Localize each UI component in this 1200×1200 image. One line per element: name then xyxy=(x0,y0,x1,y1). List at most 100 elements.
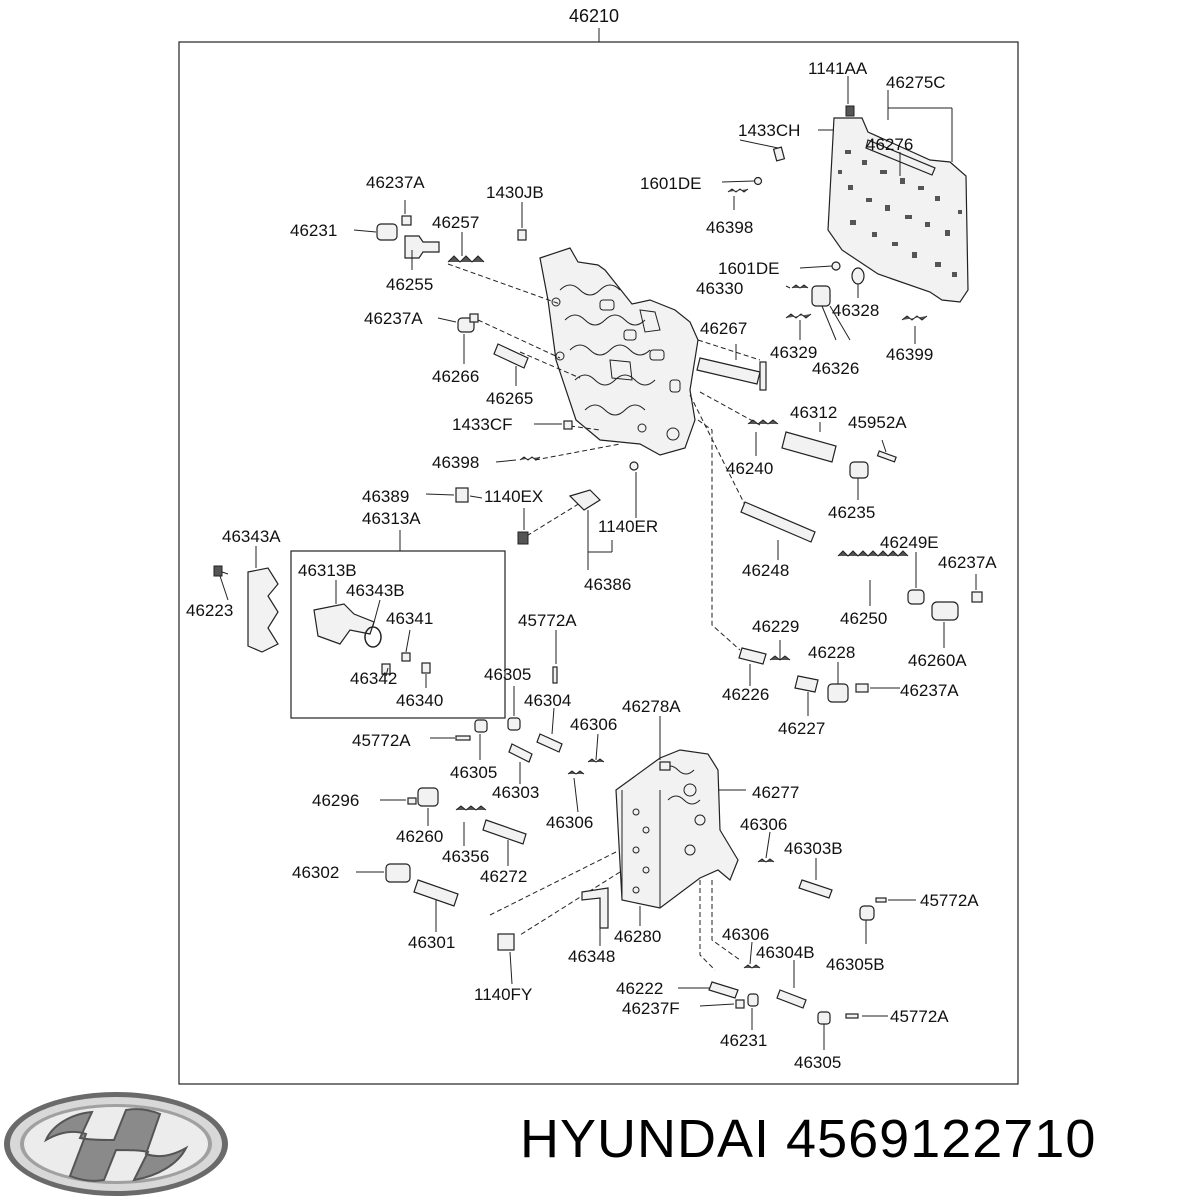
label-1601DE-a: 1601DE xyxy=(640,174,701,193)
label-46389: 46389 xyxy=(362,487,409,506)
label-46255: 46255 xyxy=(386,275,433,294)
label-46260: 46260 xyxy=(396,827,443,846)
label-46231-a: 46231 xyxy=(290,221,337,240)
label-46326: 46326 xyxy=(812,359,859,378)
label-1601DE-b: 1601DE xyxy=(718,259,779,278)
valve-46226 xyxy=(738,647,767,665)
spring-46306-a xyxy=(587,758,605,763)
spring-46240 xyxy=(747,419,779,425)
label-46304: 46304 xyxy=(524,691,571,710)
label-46280: 46280 xyxy=(614,927,661,946)
plug-46231-b xyxy=(747,993,759,1007)
label-46237F: 46237F xyxy=(622,999,680,1018)
check-46328 xyxy=(851,267,865,285)
label-45772A-a: 45772A xyxy=(518,611,577,630)
spring-46250 xyxy=(837,550,909,557)
ball-46398-b xyxy=(629,461,639,471)
pin-45772A-a xyxy=(552,666,558,684)
pin-1430JB xyxy=(517,229,527,241)
bolt-1140EX xyxy=(517,531,529,545)
label-1140FY: 1140FY xyxy=(474,985,532,1004)
label-46275C: 46275C xyxy=(886,73,946,92)
label-46257: 46257 xyxy=(432,213,479,232)
pin-46237A-b xyxy=(469,313,479,323)
valve-46227 xyxy=(794,675,819,693)
label-46306-a: 46306 xyxy=(570,715,617,734)
plug-46260 xyxy=(417,787,439,807)
label-46398-b: 46398 xyxy=(432,453,479,472)
valve-46304B xyxy=(776,989,807,1009)
spring-46399 xyxy=(901,315,928,321)
label-46312: 46312 xyxy=(790,403,837,422)
spring-46306-c xyxy=(757,858,775,863)
bolt-46223 xyxy=(213,565,223,577)
label-46348: 46348 xyxy=(568,947,615,966)
label-46248: 46248 xyxy=(742,561,789,580)
valve-46304 xyxy=(536,733,563,753)
bolt-46389 xyxy=(455,487,469,503)
spring-46306-b xyxy=(567,770,585,775)
spring-46257 xyxy=(447,255,485,263)
spring-46356 xyxy=(455,805,487,811)
label-46329: 46329 xyxy=(770,343,817,362)
label-46305-a: 46305 xyxy=(484,665,531,684)
label-46228: 46228 xyxy=(808,643,855,662)
label-1430JB: 1430JB xyxy=(486,183,544,202)
label-46278A: 46278A xyxy=(622,697,681,716)
pin-1433CF xyxy=(563,420,573,430)
valve-46272 xyxy=(482,819,527,845)
pin-46341 xyxy=(401,652,411,662)
label-46250: 46250 xyxy=(840,609,887,628)
label-46399: 46399 xyxy=(886,345,933,364)
label-46328: 46328 xyxy=(832,301,879,320)
plug-46326 xyxy=(811,285,831,307)
valve-46222 xyxy=(708,981,739,999)
plug-46302 xyxy=(385,863,411,883)
assembly-number-label: 46210 xyxy=(569,6,619,26)
footer-caption: HYUNDAI 4569122710 xyxy=(520,1108,1190,1178)
label-46342: 46342 xyxy=(350,669,397,688)
label-46237A-d: 46237A xyxy=(900,681,959,700)
label-46240: 46240 xyxy=(726,459,773,478)
label-46301: 46301 xyxy=(408,933,455,952)
label-46303: 46303 xyxy=(492,783,539,802)
label-45772A-b: 45772A xyxy=(352,731,411,750)
pin-45772A-c xyxy=(875,897,887,903)
valve-46301 xyxy=(413,879,459,907)
label-46398-a: 46398 xyxy=(706,218,753,237)
label-46313B: 46313B xyxy=(298,561,357,580)
label-46340: 46340 xyxy=(396,691,443,710)
valve-46312 xyxy=(781,431,837,463)
spring-46398-a xyxy=(727,188,749,193)
label-1433CH: 1433CH xyxy=(738,121,800,140)
ball-1601DE-a xyxy=(753,176,763,186)
valve-46303B xyxy=(798,879,833,899)
label-46356: 46356 xyxy=(442,847,489,866)
spring-46329 xyxy=(785,313,812,319)
valve-46303 xyxy=(508,743,533,763)
label-46304B: 46304B xyxy=(756,943,815,962)
upper-valve-body xyxy=(539,247,699,456)
label-46296: 46296 xyxy=(312,791,359,810)
label-46276: 46276 xyxy=(866,135,913,154)
label-46341: 46341 xyxy=(386,609,433,628)
label-46313A: 46313A xyxy=(362,509,421,528)
plate-46278A xyxy=(659,761,671,771)
label-46249E: 46249E xyxy=(880,533,939,552)
label-46303B: 46303B xyxy=(784,839,843,858)
label-1141AA: 1141AA xyxy=(808,59,868,78)
label-46237A-a: 46237A xyxy=(366,173,425,192)
label-46229: 46229 xyxy=(752,617,799,636)
ball-1601DE-b xyxy=(831,261,841,271)
plug-46305-c xyxy=(817,1011,831,1025)
plug-46260A xyxy=(931,601,959,621)
label-46267: 46267 xyxy=(700,319,747,338)
pin-46296 xyxy=(407,797,417,805)
plug-46228 xyxy=(827,683,849,703)
bracket-46348 xyxy=(581,887,609,929)
label-46227: 46227 xyxy=(778,719,825,738)
label-46231-b: 46231 xyxy=(720,1031,767,1050)
pin-46237A-c xyxy=(971,591,983,603)
plug-46231-a xyxy=(376,223,398,241)
